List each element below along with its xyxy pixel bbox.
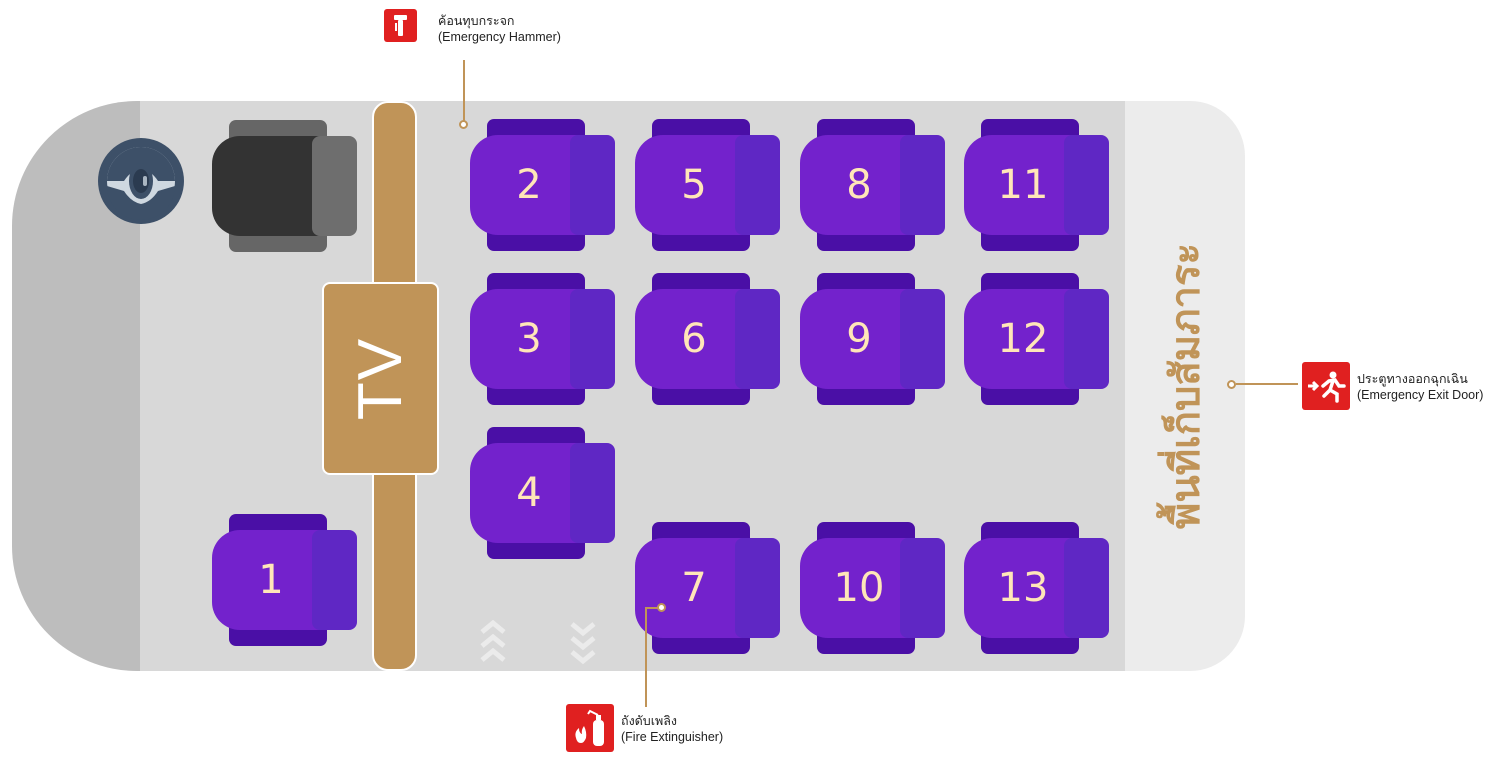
emergency-exit-icon	[1308, 371, 1346, 403]
seat-8[interactable]: 8	[800, 119, 945, 251]
hammer-thai-label: ค้อนทุบกระจก	[438, 14, 515, 28]
extinguisher-badge	[566, 704, 614, 752]
driver-seat	[212, 120, 357, 252]
hammer-leader-line	[463, 60, 465, 122]
seat-number: 12	[997, 316, 1049, 362]
seat-number: 2	[516, 162, 542, 208]
exit-location-dot	[1227, 380, 1236, 389]
exit-english-label: (Emergency Exit Door)	[1357, 388, 1484, 402]
seat-number: 4	[516, 470, 542, 516]
seat-number: 13	[997, 565, 1049, 611]
seat-number: 6	[681, 316, 707, 362]
seat-12[interactable]: 12	[964, 273, 1109, 405]
seat-number: 7	[681, 565, 707, 611]
extinguisher-leader-line-v	[645, 607, 647, 707]
fire-extinguisher-icon	[575, 709, 604, 746]
seat-9[interactable]: 9	[800, 273, 945, 405]
exit-thai-label: ประตูทางออกฉุกเฉิน	[1357, 372, 1468, 386]
seat-number: 1	[258, 557, 284, 603]
seat-number: 10	[833, 565, 885, 611]
seat-number: 3	[516, 316, 542, 362]
seat-number: 5	[681, 162, 707, 208]
seat-13[interactable]: 13	[964, 522, 1109, 654]
hammer-badge	[384, 9, 417, 42]
seat-number: 9	[846, 316, 872, 362]
extinguisher-thai-label: ถังดับเพลิง	[621, 714, 677, 728]
hammer-location-dot	[459, 120, 468, 129]
seat-number: 11	[997, 162, 1049, 208]
chevron-down-icon	[570, 622, 596, 665]
exit-leader-line	[1236, 383, 1298, 385]
seat-11[interactable]: 11	[964, 119, 1109, 251]
extinguisher-callout-text: ถังดับเพลิง (Fire Extinguisher)	[621, 713, 723, 745]
tv-label: TV	[345, 336, 415, 421]
chevron-up-icon	[480, 619, 506, 662]
seat-2[interactable]: 2	[470, 119, 615, 251]
steering-wheel-icon	[98, 138, 184, 224]
seat-4[interactable]: 4	[470, 427, 615, 559]
hammer-english-label: (Emergency Hammer)	[438, 30, 561, 44]
hammer-callout-text: ค้อนทุบกระจก (Emergency Hammer)	[438, 13, 561, 45]
hammer-icon	[394, 15, 407, 36]
tv-screen	[322, 282, 439, 475]
seat-1[interactable]: 1	[212, 514, 357, 646]
exit-callout-text: ประตูทางออกฉุกเฉิน (Emergency Exit Door)	[1357, 371, 1483, 403]
van-cargo-area	[1125, 101, 1245, 671]
seat-5[interactable]: 5	[635, 119, 780, 251]
seat-10[interactable]: 10	[800, 522, 945, 654]
exit-badge	[1302, 362, 1350, 410]
seat-3[interactable]: 3	[470, 273, 615, 405]
seat-6[interactable]: 6	[635, 273, 780, 405]
extinguisher-leader-line-h	[645, 607, 659, 609]
extinguisher-english-label: (Fire Extinguisher)	[621, 730, 724, 744]
seat-number: 8	[846, 162, 872, 208]
seat-7[interactable]: 7	[635, 522, 780, 654]
